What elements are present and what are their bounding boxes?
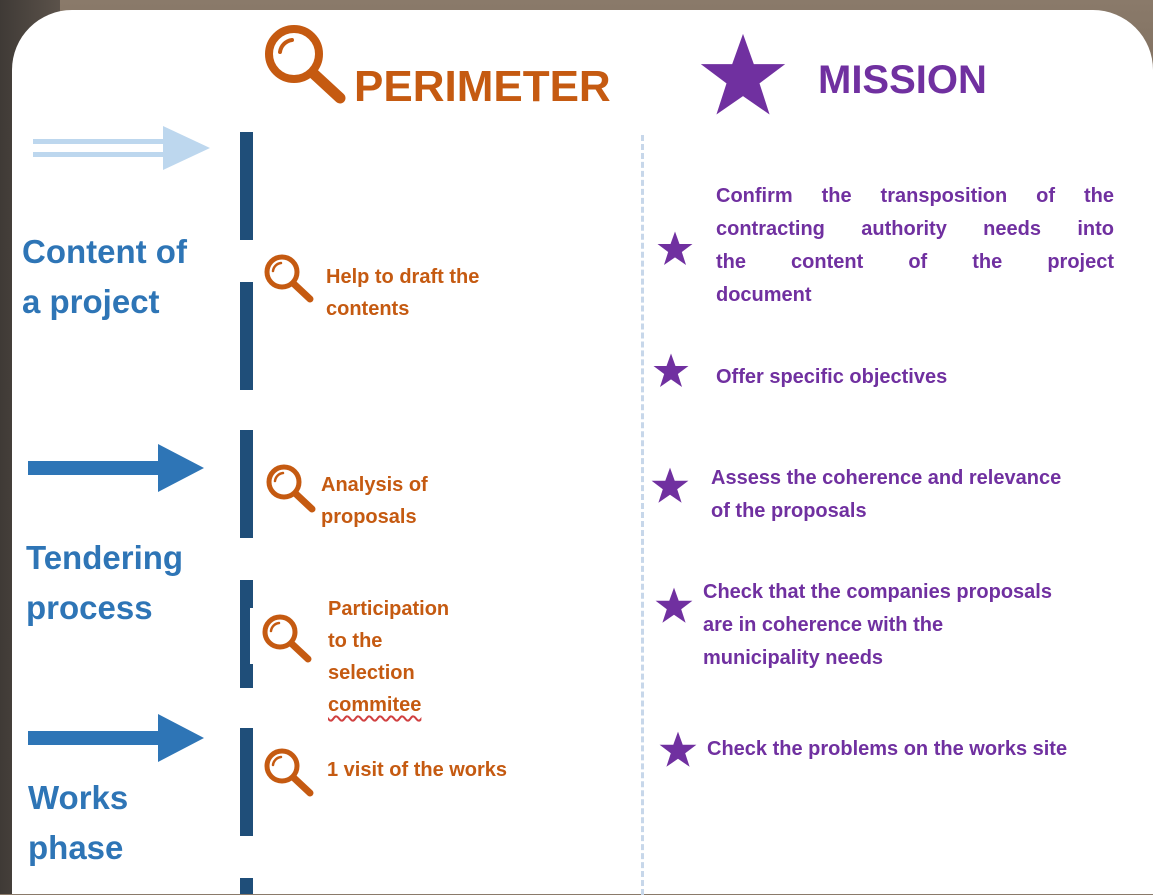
mission-item: Check that the companies proposals are i… <box>703 576 1052 675</box>
perimeter-item-line: selection <box>328 662 415 684</box>
perimeter-item: 1 visit of the works <box>327 754 507 786</box>
perimeter-item-line: proposals <box>321 506 417 528</box>
diagram-card <box>12 10 1153 894</box>
arrow-icon <box>33 126 210 170</box>
arrow-icon <box>28 714 204 762</box>
mission-item-line: contracting authority needs into <box>716 218 1114 240</box>
timeline-bar <box>240 132 253 240</box>
phase-line: Tendering <box>26 539 184 576</box>
perimeter-item-line: commitee <box>328 694 422 716</box>
magnifier-icon <box>262 614 312 663</box>
mission-item-line: Assess the coherence and relevance <box>711 467 1062 489</box>
perimeter-item: Participation to the selection commitee <box>328 593 449 721</box>
phase-label-works: Works phase <box>28 773 128 873</box>
star-icon <box>655 587 693 623</box>
star-icon <box>657 231 693 265</box>
mission-item-line: Check the problems on the works site <box>707 738 1068 760</box>
magnifier-icon <box>266 464 316 513</box>
perimeter-item: Help to draft the contents <box>326 261 479 325</box>
column-divider <box>641 135 644 895</box>
phase-line: phase <box>28 829 124 866</box>
mission-item: Confirm the transposition of the contrac… <box>716 180 1114 312</box>
mission-item-line: Check that the companies proposals <box>703 581 1052 603</box>
perimeter-item-line: 1 visit of the works <box>327 759 508 781</box>
mission-heading: MISSION <box>818 58 987 102</box>
star-icon <box>700 33 786 115</box>
phase-label-content: Content of a project <box>22 227 187 327</box>
perimeter-item-line: Help to draft the <box>326 266 480 288</box>
phase-line: Content of <box>22 233 187 270</box>
timeline-bar <box>240 878 253 894</box>
mission-item-line: the content of the project <box>716 251 1114 273</box>
mission-item: Assess the coherence and relevance of th… <box>711 462 1061 528</box>
mission-item-line: Offer specific objectives <box>716 366 948 388</box>
magnifier-icon <box>265 25 346 104</box>
star-icon <box>659 731 697 767</box>
bar-notch <box>250 608 255 664</box>
phase-line: a project <box>22 283 160 320</box>
magnifier-icon <box>264 748 314 797</box>
mission-item-line: are in coherence with the <box>703 614 944 636</box>
star-icon <box>651 467 689 503</box>
phase-line: process <box>26 589 153 626</box>
mission-item: Check the problems on the works site <box>707 733 1067 766</box>
timeline-bar <box>240 728 253 836</box>
phase-label-tendering: Tendering process <box>26 533 183 633</box>
timeline-bar <box>240 282 253 390</box>
mission-item-line: municipality needs <box>703 647 884 669</box>
timeline-bar <box>240 430 253 538</box>
phase-line: Works <box>28 779 129 816</box>
mission-item-line: document <box>716 284 812 306</box>
timeline-bar <box>240 580 253 688</box>
mission-item-line: Confirm the transposition of the <box>716 185 1114 207</box>
perimeter-item-line: Analysis of <box>321 474 428 496</box>
perimeter-item-line: contents <box>326 298 410 320</box>
mission-item: Offer specific objectives <box>716 361 947 394</box>
star-icon <box>653 353 689 387</box>
mission-item-line: of the proposals <box>711 500 867 522</box>
perimeter-item: Analysis of proposals <box>321 469 428 533</box>
magnifier-icon <box>264 254 314 303</box>
perimeter-heading: PERIMETER <box>354 62 611 111</box>
perimeter-item-line: Participation <box>328 598 450 620</box>
perimeter-item-line: to the <box>328 630 383 652</box>
arrow-icon <box>28 444 204 492</box>
